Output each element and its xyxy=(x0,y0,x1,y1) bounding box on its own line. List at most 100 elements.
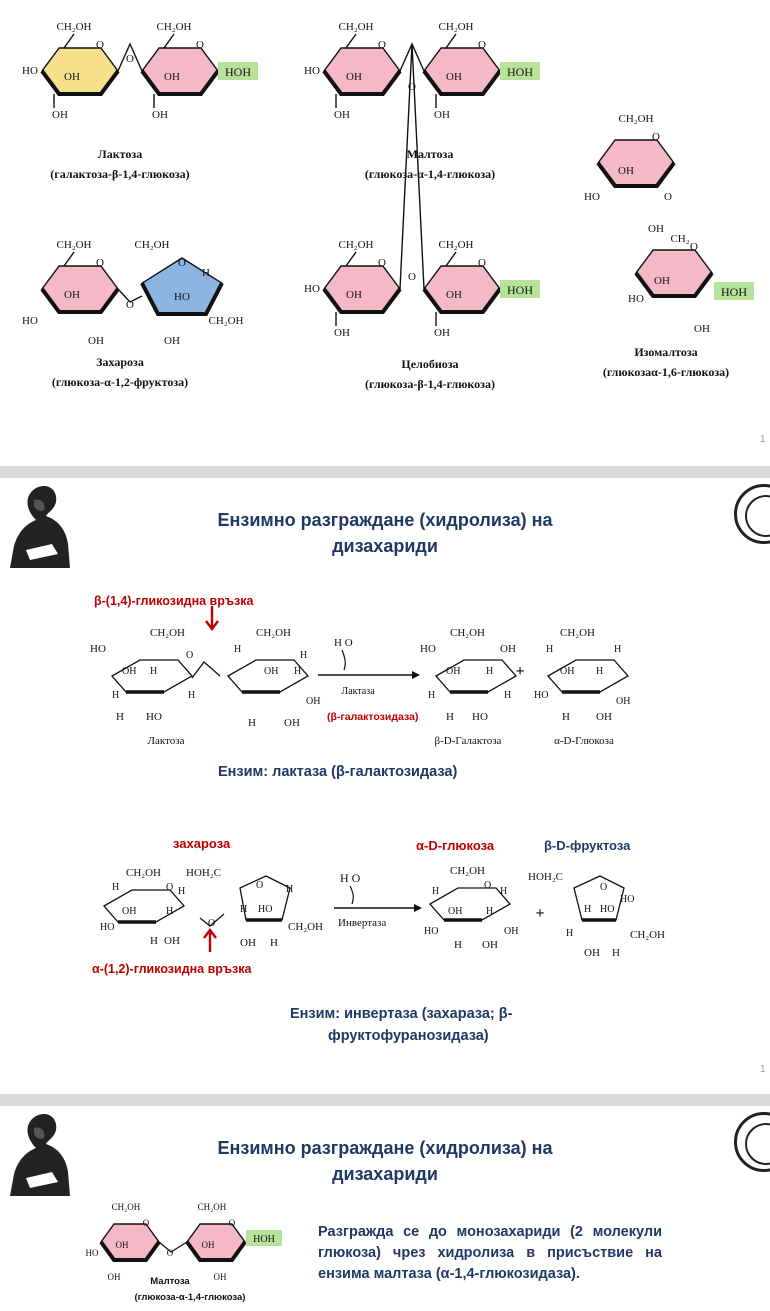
sugar-formula: (глюкоза-α-1,4-глюкоза) xyxy=(365,167,495,181)
glycosidic-bond xyxy=(399,43,425,290)
atom-label: H xyxy=(286,884,293,895)
atom-label: H xyxy=(614,644,621,655)
atom-label: O xyxy=(484,880,491,891)
atom-label: CH₂OH xyxy=(630,929,665,941)
atom-label: H xyxy=(294,666,301,677)
atom-label: OH xyxy=(346,289,362,301)
atom-label: OH xyxy=(654,275,670,287)
water-label: H O xyxy=(340,871,361,885)
atom-label: CH₂OH xyxy=(208,315,243,327)
bond-line xyxy=(63,33,75,49)
description-text: Разгражда се до монозахариди (2 молекули… xyxy=(318,1224,662,1282)
atom-label: CH₂OH xyxy=(560,627,595,639)
atom-label: OH xyxy=(334,109,350,121)
atom-label: OH xyxy=(446,666,460,677)
atom-label: OH xyxy=(500,643,516,655)
atom-label: H xyxy=(562,711,570,723)
atom-label: OH xyxy=(618,165,634,177)
atom-label: OH xyxy=(264,666,278,677)
atom-label: H xyxy=(486,906,493,917)
atom-label: OH xyxy=(240,937,256,949)
page-number: 1 xyxy=(760,1064,766,1075)
enzyme-lactase: Ензим: лактаза (β-галактозидаза) xyxy=(218,764,458,780)
atom-label: O xyxy=(143,1218,150,1228)
ring-front-edge xyxy=(140,69,220,96)
atom-label: OH xyxy=(202,1240,215,1250)
ring-front-edge xyxy=(422,287,502,314)
bond-line xyxy=(163,33,175,49)
monk-logo xyxy=(6,480,76,570)
hoh-highlight xyxy=(246,1230,282,1246)
sugar-formula: (галактоза-β-1,4-глюкоза) xyxy=(50,167,189,181)
galactose-label: β-D-Галактоза xyxy=(435,735,502,747)
atom-label: H xyxy=(584,904,591,915)
atom-label: HO xyxy=(424,926,438,937)
atom-label: HO xyxy=(22,315,38,327)
atom-label: CH₂OH xyxy=(450,627,485,639)
atom-label: H xyxy=(546,644,553,655)
arrow-head-icon xyxy=(414,904,422,912)
atom-label: OH xyxy=(64,289,80,301)
glycosidic-oxygen: O xyxy=(408,81,416,93)
glycosidic-oxygen: O xyxy=(208,918,215,929)
glucose-label: α-D-Глюкоза xyxy=(554,735,614,747)
arrow-up-icon xyxy=(203,928,217,952)
atom-label: O xyxy=(229,1218,236,1228)
alpha-glucose-ring xyxy=(428,887,512,921)
water-label: H O xyxy=(334,637,353,649)
atom-label: H xyxy=(500,886,507,897)
bond-label-beta: β-(1,4)-гликозидна връзка xyxy=(94,594,254,608)
atom-label: CH₂OH xyxy=(126,867,161,879)
atom-label: OH xyxy=(164,71,180,83)
glycosidic-oxygen: O xyxy=(408,271,416,283)
atom-label: HO xyxy=(304,65,320,77)
ring-front-edge xyxy=(40,69,120,96)
atom-label: OH xyxy=(88,335,104,347)
atom-label: OH xyxy=(448,906,462,917)
atom-label: HO xyxy=(258,904,272,915)
atom-label: H xyxy=(504,690,511,701)
atom-label: CH₂OH xyxy=(438,239,473,251)
atom-label: OH xyxy=(214,1272,227,1282)
slide-title-line1: Ензимно разграждане (хидролиза) на xyxy=(217,1138,553,1158)
bond-line xyxy=(345,251,357,267)
hoh-label: HOH xyxy=(507,283,533,297)
ring-front-edge xyxy=(185,1240,247,1262)
atom-label: H xyxy=(566,928,573,939)
atom-label: O xyxy=(478,39,486,51)
atom-label: HO xyxy=(90,643,106,655)
atom-label: H xyxy=(112,882,119,893)
atom-label: O xyxy=(378,39,386,51)
atom-label: CH₂OH xyxy=(450,865,485,877)
atom-label: O xyxy=(186,650,193,661)
atom-label: OH xyxy=(152,109,168,121)
sucrose-fructose-ring xyxy=(239,875,291,921)
sugar-formula: (глюкозаα-1,6-глюкоза) xyxy=(603,365,729,379)
atom-label: H xyxy=(240,904,247,915)
atom-label: CH₂OH xyxy=(338,21,373,33)
atom-label: OH xyxy=(52,109,68,121)
bond-line xyxy=(63,251,75,267)
sugar-formula: (глюкоза-β-1,4-глюкоза) xyxy=(365,377,495,391)
atom-label: H xyxy=(446,711,454,723)
atom-label: H xyxy=(428,690,435,701)
maltose-formula: (глюкоза-α-1,4-глюкоза) xyxy=(135,1292,246,1303)
atom-label: HO xyxy=(174,291,190,303)
atom-label: OH xyxy=(446,71,462,83)
atom-label: HO xyxy=(100,922,114,933)
atom-label: OH xyxy=(504,926,518,937)
ring-front-edge xyxy=(422,69,502,96)
water-curve xyxy=(349,885,354,905)
water-curve xyxy=(341,649,346,671)
enzyme-invertase-line2: фруктофуранозидаза) xyxy=(328,1028,489,1044)
lactase-label: Лактаза xyxy=(341,686,375,697)
atom-label: HO xyxy=(628,293,644,305)
atom-label: H xyxy=(166,906,173,917)
glycosidic-oxygen: O xyxy=(167,1248,174,1258)
bond-line xyxy=(445,251,457,267)
atom-label: O xyxy=(652,131,660,143)
atom-label: H xyxy=(188,690,195,701)
hoh-label: HOH xyxy=(225,65,251,79)
